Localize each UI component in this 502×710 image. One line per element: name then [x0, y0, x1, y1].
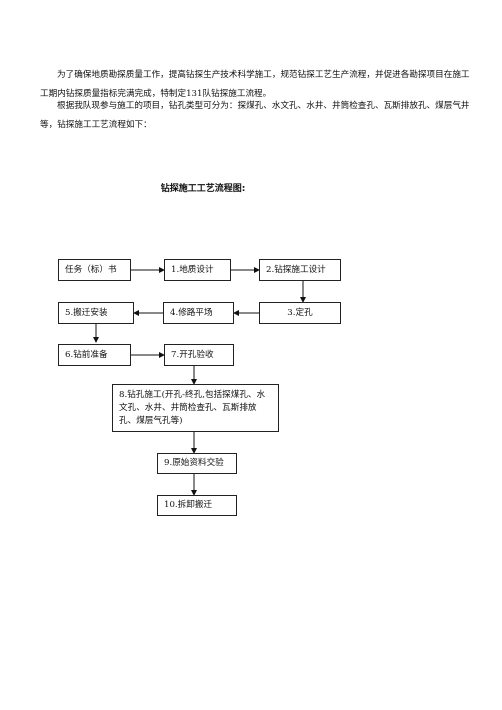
- step-7-label: 7.开孔验收: [171, 349, 214, 360]
- step-8-box: 8.钻孔施工(开孔-终孔,包括探煤孔、水文孔、水井、井筒检查孔、瓦斯排放孔、煤层…: [112, 384, 279, 432]
- step-4-box: 4.修路平场: [163, 302, 234, 324]
- intro-paragraph-1: 为了确保地质勘探质量工作，提高钻探生产技术科学施工，规范钻探工艺生产流程，并促进…: [40, 70, 470, 99]
- step-task-box: 任务（标）书: [58, 259, 131, 281]
- step-7-box: 7.开孔验收: [164, 344, 234, 366]
- step-2-box: 2.钻探施工设计: [259, 259, 341, 281]
- step-1-label: 1.地质设计: [171, 264, 214, 275]
- step-10-box: 10.拆卸搬迁: [157, 495, 237, 516]
- step-3-box: 3.定孔: [259, 302, 341, 324]
- step-2-label: 2.钻探施工设计: [266, 264, 326, 275]
- flowchart-title: 钻探施工工艺流程图:: [160, 184, 246, 194]
- step-6-box: 6.钻前准备: [58, 344, 131, 366]
- step-9-label: 9.原始资料交验: [164, 458, 224, 468]
- step-4-label: 4.修路平场: [170, 307, 213, 318]
- step-5-box: 5.搬迁安装: [58, 302, 134, 324]
- step-6-label: 6.钻前准备: [65, 349, 108, 360]
- step-8-label: 8.钻孔施工(开孔-终孔,包括探煤孔、水文孔、水井、井筒检查孔、瓦斯排放孔、煤层…: [119, 390, 266, 426]
- step-3-label: 3.定孔: [287, 307, 313, 318]
- intro-paragraph-2: 根据我队现参与施工的项目，钻孔类型可分为：探煤孔、水文孔、水井、井筒检查孔、瓦斯…: [40, 101, 470, 130]
- step-5-label: 5.搬迁安装: [65, 307, 108, 318]
- step-9-box: 9.原始资料交验: [157, 453, 237, 474]
- step-1-box: 1.地质设计: [164, 259, 231, 281]
- step-10-label: 10.拆卸搬迁: [164, 500, 213, 510]
- step-task-label: 任务（标）书: [65, 264, 117, 275]
